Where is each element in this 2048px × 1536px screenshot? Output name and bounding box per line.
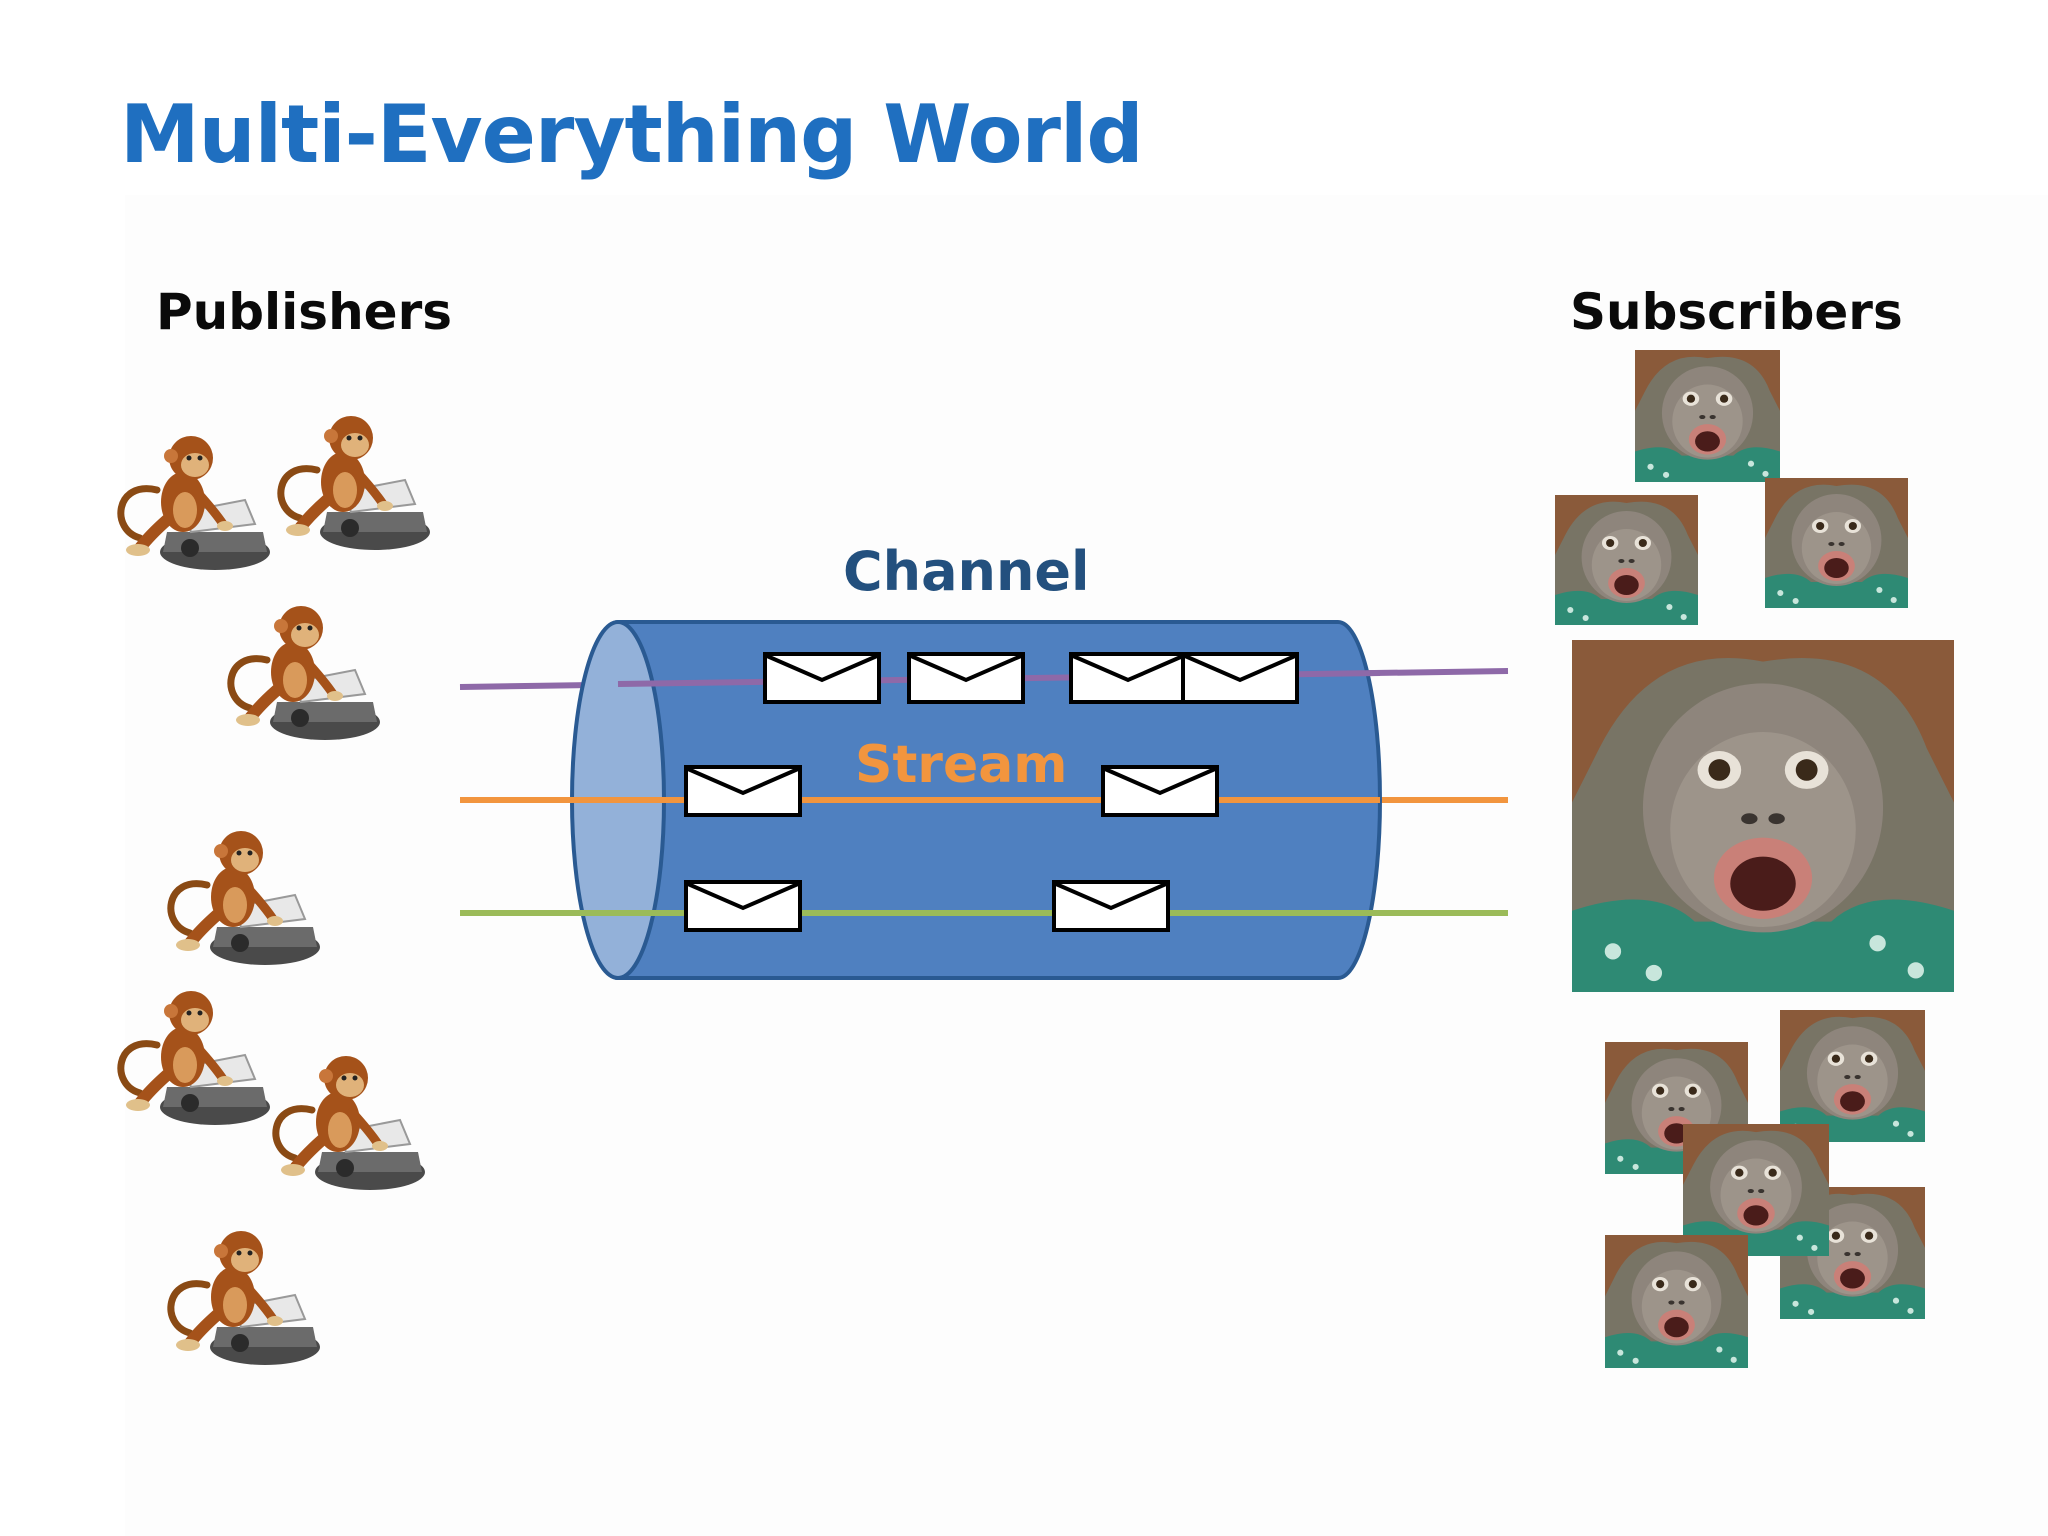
subscriber-orangutan-photo-large xyxy=(1572,640,1954,992)
envelope-icon xyxy=(1052,880,1170,932)
publisher-monkey-icon xyxy=(260,1040,430,1200)
publisher-monkey-icon xyxy=(155,815,325,975)
subscriber-orangutan-photo xyxy=(1605,1235,1748,1368)
subscriber-orangutan-photo xyxy=(1765,478,1908,608)
envelope-icon xyxy=(763,652,881,704)
stream-label: Stream xyxy=(855,735,1068,795)
envelope-icon xyxy=(1069,652,1187,704)
envelope-icon xyxy=(1181,652,1299,704)
subscriber-orangutan-photo xyxy=(1555,495,1698,625)
envelope-icon xyxy=(684,880,802,932)
publisher-monkey-icon xyxy=(155,1215,325,1375)
publisher-monkey-icon xyxy=(265,400,435,560)
publishers-label: Publishers xyxy=(156,283,452,341)
subscriber-orangutan-photo xyxy=(1780,1010,1925,1142)
publisher-monkey-icon xyxy=(105,420,275,580)
envelope-icon xyxy=(684,765,802,817)
envelope-icon xyxy=(1101,765,1219,817)
subscribers-label: Subscribers xyxy=(1570,283,1903,341)
slide-title: Multi-Everything World xyxy=(120,88,1144,181)
publisher-monkey-icon xyxy=(105,975,275,1135)
subscriber-orangutan-photo xyxy=(1635,350,1780,482)
publisher-monkey-icon xyxy=(215,590,385,750)
channel-label: Channel xyxy=(843,540,1090,603)
envelope-icon xyxy=(907,652,1025,704)
